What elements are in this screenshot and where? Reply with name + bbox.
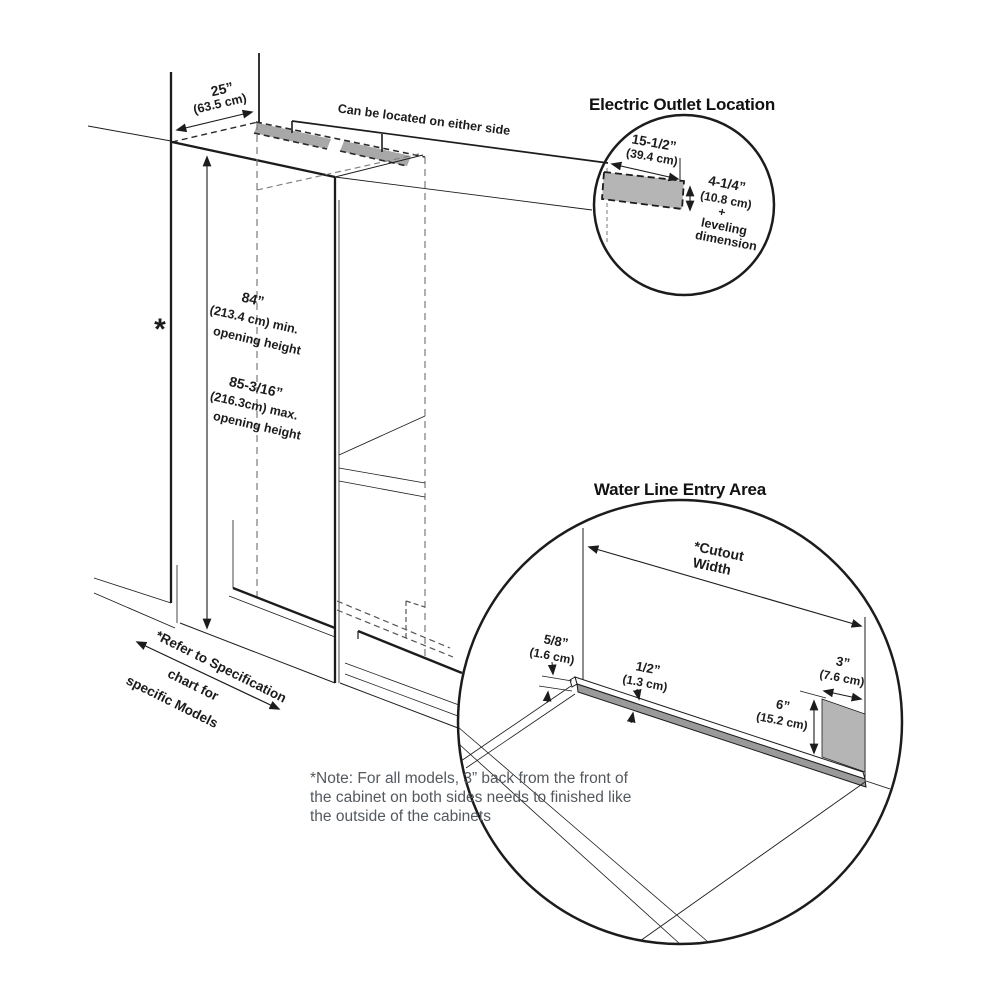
side-finish-area [821, 698, 866, 773]
side-depth-inches: 3” [834, 653, 852, 671]
electric-detail-title: Electric Outlet Location [588, 95, 776, 114]
electric-outlet-strip-right [340, 141, 411, 166]
side-height-inches: 6” [774, 696, 792, 714]
cabinet-cutout [87, 53, 609, 729]
electric-outlet-strip-left [254, 123, 331, 149]
footnote-line3: the outside of the cabinets [310, 808, 491, 825]
footnote-line2: the cabinet on both sides needs to finis… [310, 789, 632, 806]
depth-dimension-line [175, 109, 254, 133]
electric-detail-circle [592, 113, 776, 297]
electric-outlet-detail [592, 113, 776, 297]
water-line-detail [456, 498, 904, 946]
asterisk-marker: * [154, 313, 166, 346]
spec-note-dimension-line [135, 641, 281, 710]
water-line-strip [569, 676, 867, 788]
hidden-water-line-strip [336, 600, 463, 675]
cutout-width-dimension-line [587, 545, 863, 628]
adjacent-counter [338, 415, 426, 498]
water-detail-title: Water Line Entry Area [593, 480, 767, 499]
outlet-area [601, 171, 685, 211]
footnote-line1: *Note: For all models, 3” back from the … [310, 770, 628, 787]
outlet-callout-line [291, 120, 609, 164]
